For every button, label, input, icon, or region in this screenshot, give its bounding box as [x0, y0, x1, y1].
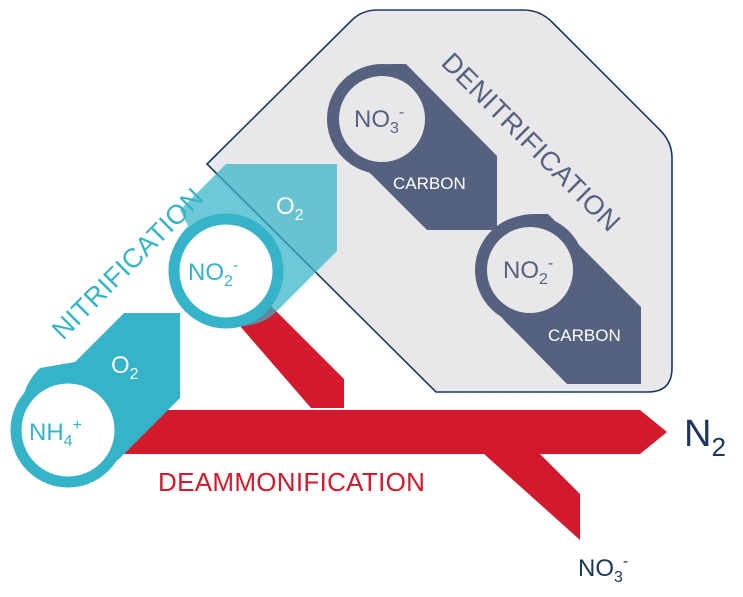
nh4-node-circle [10, 372, 126, 488]
deammonification-label: DEAMMONIFICATION [158, 467, 425, 497]
o2-input-label-1: O2 [111, 352, 139, 383]
no3-branch-arrow [484, 454, 580, 540]
no2-label-nitrification: NO2- [188, 257, 238, 290]
deammonification-arrow [115, 410, 667, 454]
no3-product-label: NO3- [578, 553, 628, 586]
no3-node-circle [327, 64, 437, 174]
no2-label-denitrification: NO2- [503, 255, 553, 288]
carbon-input-label-2: CARBON [548, 326, 621, 345]
o2-input-label-2: O2 [276, 193, 304, 224]
no3-label-denitrification: NO3- [354, 104, 404, 137]
no2-node-circle-denitrification [475, 215, 585, 325]
no2-branch-arrow [233, 303, 344, 408]
carbon-input-label-1: CARBON [393, 174, 466, 193]
no2-node-circle-nitrification [168, 213, 284, 329]
nh4-label: NH4+ [29, 417, 82, 450]
n2-product-label: N2 [684, 413, 726, 462]
